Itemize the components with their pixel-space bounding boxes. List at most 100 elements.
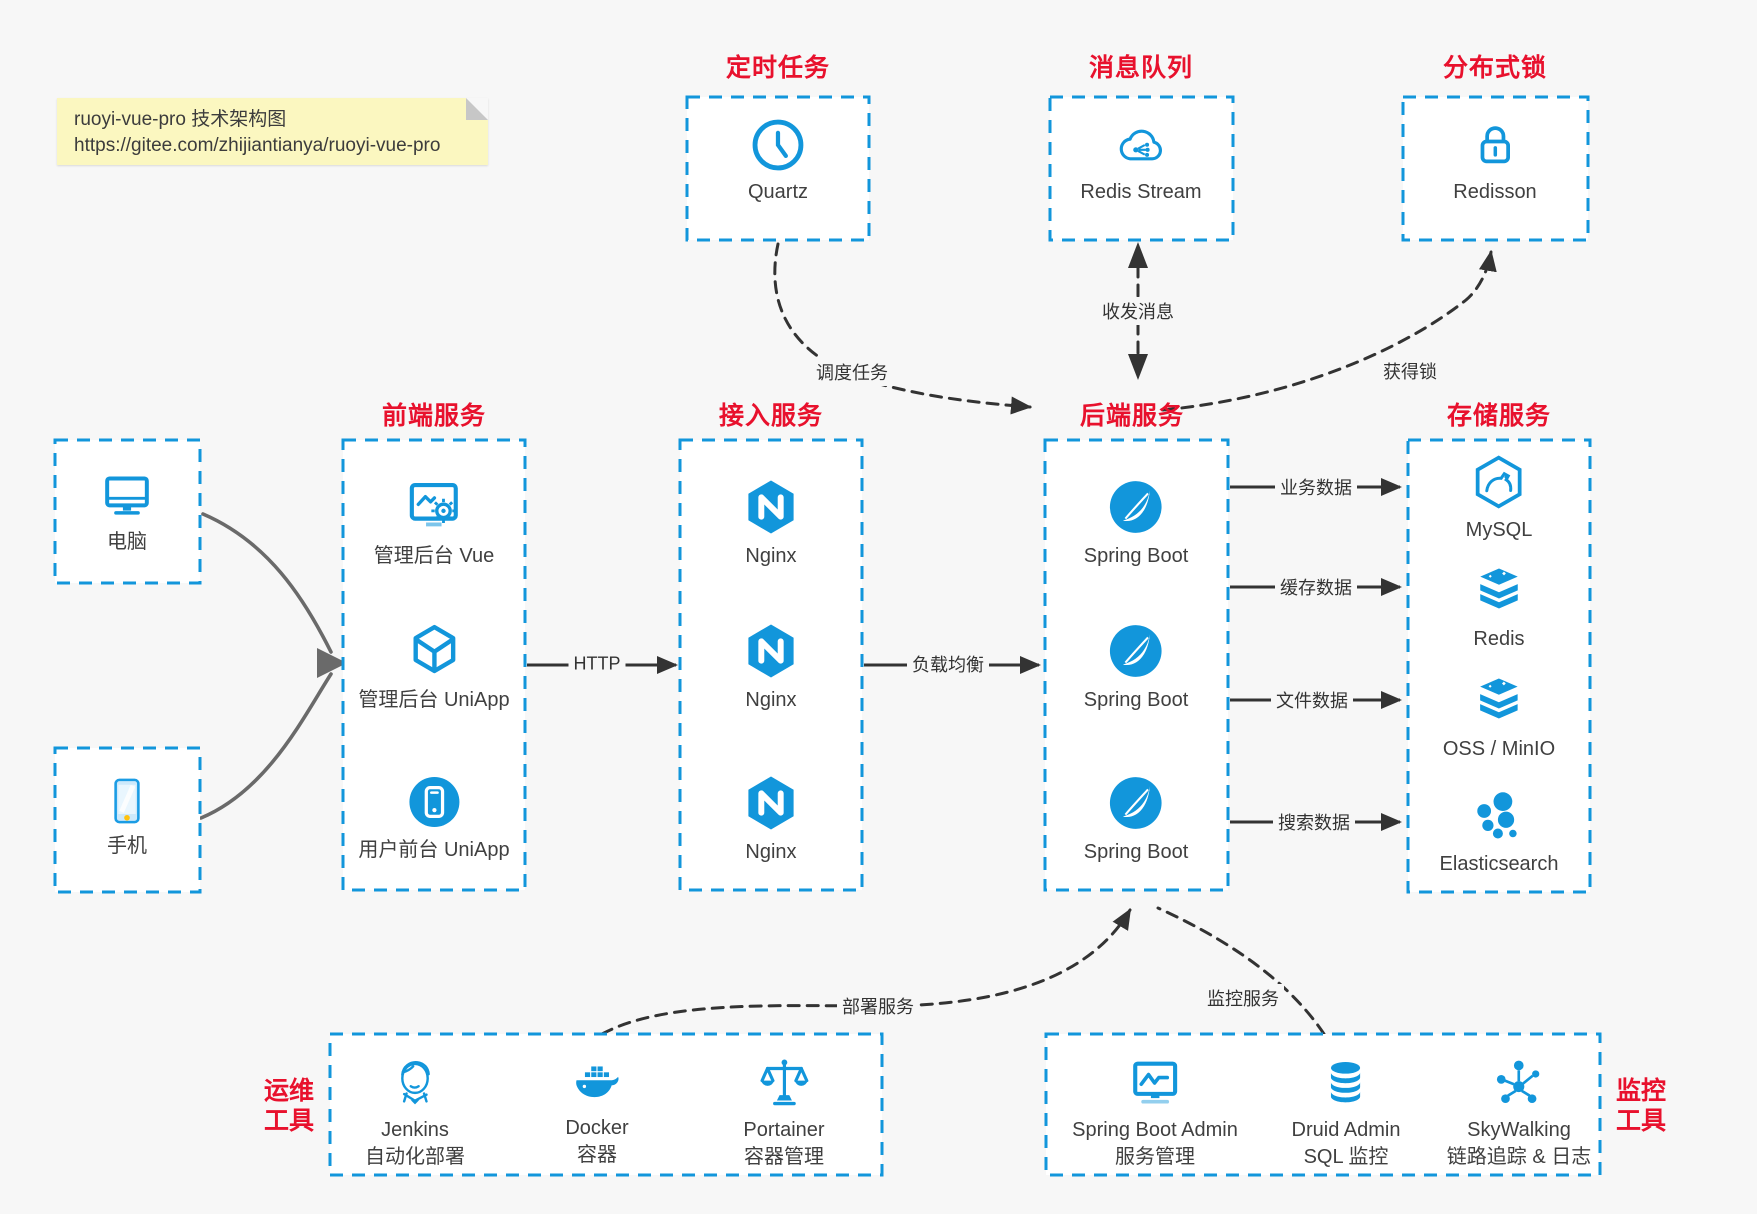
title-frontend-services: 前端服务 [381, 402, 487, 430]
title-ops-tools: 运维 工具 [263, 1077, 315, 1135]
edge-label-business-data: 业务数据 [1275, 473, 1357, 501]
nginx-icon [740, 772, 802, 834]
docker-icon [567, 1056, 627, 1110]
node-label: Nginx [745, 689, 797, 711]
node-oss-minio: OSS / MinIO [1443, 671, 1555, 763]
node-user-uniapp: 用户前台 UniApp [358, 772, 510, 864]
node-nginx-1: Nginx [740, 476, 802, 570]
edge-label-acquire-lock: 获得锁 [1378, 357, 1442, 385]
pc-box [53, 438, 202, 585]
edge-label-schedule: 调度任务 [811, 358, 893, 386]
node-label: MySQL [1465, 519, 1533, 541]
node-label: 电脑 [107, 531, 147, 553]
redis-icon [1469, 561, 1529, 621]
node-label: Elasticsearch [1439, 853, 1559, 875]
title-backend-services: 后端服务 [1079, 402, 1185, 430]
node-label: OSS / MinIO [1442, 738, 1556, 760]
edge-pc-frontend [201, 512, 333, 654]
title-storage-services: 存储服务 [1446, 402, 1552, 430]
note-fold-corner [466, 98, 488, 120]
smartphone-icon [101, 774, 153, 828]
node-label: 手机 [107, 835, 147, 857]
druid-icon [1318, 1054, 1374, 1112]
node-sublabel: 服务管理 [1115, 1146, 1195, 1168]
node-redis-stream: Redis Stream [1080, 120, 1202, 206]
node-label: 管理后台 UniApp [358, 689, 510, 711]
node-jenkins: Jenkins 自动化部署 [365, 1052, 465, 1171]
send-receive-arrowhead-up [1128, 242, 1148, 268]
jenkins-icon [386, 1052, 444, 1112]
node-label: Quartz [747, 181, 809, 203]
edge-label-http: HTTP [568, 652, 626, 676]
node-sublabel: SQL 监控 [1303, 1146, 1389, 1168]
nginx-icon [740, 620, 802, 682]
elasticsearch-icon [1469, 786, 1529, 846]
node-druid-admin: Druid Admin SQL 监控 [1291, 1054, 1401, 1171]
mysql-icon [1469, 452, 1529, 512]
node-label: Nginx [745, 545, 797, 567]
node-sublabel: 自动化部署 [365, 1146, 465, 1168]
send-receive-arrowhead-down [1128, 354, 1148, 380]
node-label: Redis [1473, 628, 1525, 650]
node-label: Druid Admin [1291, 1119, 1401, 1141]
title-message-queue: 消息队列 [1088, 54, 1194, 82]
lock-icon [1467, 116, 1523, 174]
desktop-icon [98, 468, 156, 524]
node-label: Redis Stream [1080, 181, 1202, 203]
spring-boot-icon [1105, 476, 1167, 538]
edge-acquire-lock [1161, 250, 1497, 412]
edge-label-load-balance: 负载均衡 [907, 650, 989, 678]
sticky-note: ruoyi-vue-pro 技术架构图 https://gitee.com/zh… [57, 98, 488, 165]
admin-vue-icon [403, 476, 465, 538]
frontend-arrowhead [317, 648, 347, 678]
node-spring-boot-admin: Spring Boot Admin 服务管理 [1072, 1054, 1238, 1171]
distributed-lock-box [1401, 95, 1590, 242]
title-monitor-tools: 监控 工具 [1615, 1077, 1667, 1135]
title-distributed-lock: 分布式锁 [1442, 54, 1548, 82]
node-pc: 电脑 [98, 468, 156, 556]
portainer-icon [755, 1054, 813, 1112]
node-label: Redisson [1453, 181, 1537, 203]
edge-label-search-data: 搜索数据 [1273, 808, 1355, 836]
node-label: Jenkins [381, 1119, 449, 1141]
node-spring-boot-3: Spring Boot [1084, 772, 1188, 866]
node-spring-boot-1: Spring Boot [1083, 476, 1189, 570]
monitor-tools-box [1044, 1032, 1602, 1177]
node-phone: 手机 [101, 774, 153, 860]
edge-label-file-data: 文件数据 [1271, 686, 1353, 714]
note-url: https://gitee.com/zhijiantianya/ruoyi-vu… [74, 135, 441, 156]
skywalking-icon [1490, 1054, 1548, 1112]
note-title: ruoyi-vue-pro 技术架构图 [74, 109, 287, 130]
edge-deploy [600, 908, 1132, 1036]
edge-label-cache-data: 缓存数据 [1275, 573, 1357, 601]
edge-label-monitor: 监控服务 [1202, 984, 1284, 1012]
uniapp-cube-icon [403, 620, 465, 682]
title-gateway-services: 接入服务 [718, 402, 824, 430]
cloud-stream-icon [1112, 120, 1170, 174]
node-label: Spring Boot [1083, 545, 1189, 567]
node-sublabel: 容器 [576, 1144, 617, 1166]
spring-boot-icon [1105, 620, 1167, 682]
spring-boot-icon [1105, 772, 1167, 834]
node-docker: Docker 容器 [565, 1056, 629, 1169]
node-redis: Redis [1469, 561, 1529, 653]
title-scheduled-tasks: 定时任务 [725, 54, 831, 82]
node-admin-vue: 管理后台 Vue [374, 476, 494, 570]
node-label: Nginx [745, 841, 797, 863]
clock-icon [749, 116, 807, 174]
edge-label-send-receive: 收发消息 [1097, 297, 1179, 325]
node-redisson: Redisson [1453, 116, 1537, 206]
node-portainer: Portainer 容器管理 [743, 1054, 825, 1171]
node-elasticsearch: Elasticsearch [1439, 786, 1559, 878]
node-label: 用户前台 UniApp [358, 839, 510, 861]
node-label: Portainer [743, 1119, 825, 1141]
node-mysql: MySQL [1465, 452, 1533, 544]
edge-phone-frontend [199, 672, 333, 820]
node-skywalking: SkyWalking 链路追踪 & 日志 [1447, 1054, 1591, 1171]
user-app-icon [404, 772, 464, 832]
node-label: SkyWalking [1467, 1119, 1571, 1141]
node-admin-uniapp: 管理后台 UniApp [358, 620, 510, 714]
node-label: Spring Boot [1083, 689, 1189, 711]
node-label: 管理后台 Vue [373, 545, 495, 567]
